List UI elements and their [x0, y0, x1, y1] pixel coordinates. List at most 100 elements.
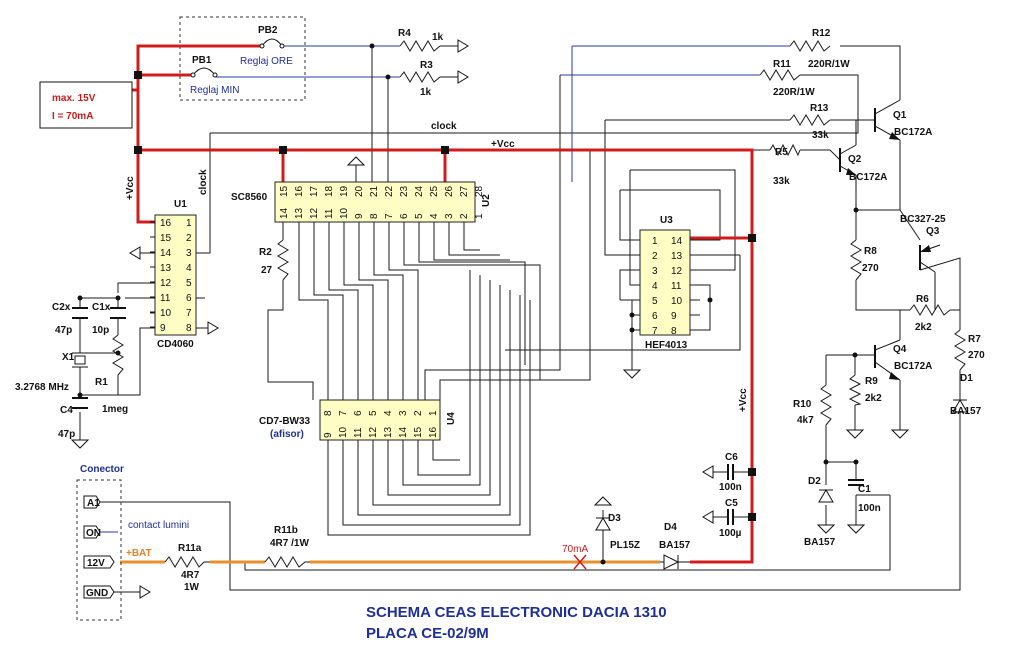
- q1-value: BC172A: [894, 127, 932, 138]
- r1-label: R1: [95, 377, 108, 388]
- u2-pin: 16: [294, 185, 305, 197]
- u4-pin: 8: [323, 410, 334, 416]
- schematic-title-line2: PLACA CE-02/9M: [366, 625, 489, 642]
- connector-pin-gnd: GND: [86, 588, 108, 599]
- resistors: [112, 40, 966, 568]
- r2-symbol: [277, 239, 289, 281]
- u2-pin: 21: [369, 185, 380, 197]
- u2-pin: 24: [414, 185, 425, 197]
- q3-value: BC327-25: [900, 214, 946, 225]
- u2-pin: 9: [354, 213, 365, 219]
- r12-value: 220R/1W: [808, 59, 850, 70]
- u2-pin: 4: [429, 213, 440, 219]
- c6-value: 100n: [719, 482, 742, 493]
- d1-symbol: [952, 399, 968, 413]
- u2-pin: 8: [369, 213, 380, 219]
- u2-pin: 17: [309, 185, 320, 197]
- r9-label: R9: [865, 376, 878, 387]
- u1-pin: 13: [160, 263, 172, 274]
- u1-pin: 11: [160, 293, 171, 304]
- u2-pin: 3: [444, 213, 455, 219]
- r5-label: R5: [775, 147, 788, 158]
- pushbuttons: [190, 38, 285, 78]
- r12-label: R12: [812, 28, 831, 39]
- q4-label: Q4: [893, 344, 907, 355]
- u3-pin: 9: [671, 311, 677, 322]
- u4-sub: (afisor): [270, 429, 304, 440]
- q2-symbol: [839, 120, 857, 190]
- connector-pin-12v: 12V: [87, 558, 105, 569]
- r2-value: 27: [261, 265, 273, 276]
- u4-ref: U4: [446, 412, 457, 425]
- d3-symbol: [595, 517, 611, 531]
- u1-pin: 3: [186, 248, 192, 259]
- d4-label: D4: [664, 522, 677, 533]
- u2-pin: 12: [309, 207, 320, 219]
- c2x-label: C2x: [52, 302, 71, 313]
- schematic-title-line1: SCHEMA CEAS ELECTRONIC DACIA 1310: [366, 604, 667, 621]
- connector-pin-on: ON: [86, 528, 101, 539]
- r8-value: 270: [862, 263, 879, 274]
- u2-pin: 10: [339, 207, 350, 219]
- r13-value: 33k: [812, 130, 829, 141]
- q2-value: BC172A: [849, 172, 887, 183]
- clock-left-label: clock: [198, 169, 209, 195]
- r11b-label: R11b: [274, 525, 298, 536]
- chip-u1: [154, 214, 197, 336]
- d2-symbol: [818, 489, 834, 503]
- u1-pin: 4: [186, 263, 192, 274]
- u2-pin: 14: [279, 207, 290, 219]
- r13-label: R13: [810, 103, 829, 114]
- r1-symbol: [112, 334, 124, 395]
- max-current-label: I = 70mA: [52, 111, 93, 122]
- u4-pin: 16: [428, 426, 439, 438]
- r11a-label: R11a: [178, 543, 202, 554]
- r4-label: R4: [398, 28, 411, 39]
- u1-pin: 12: [160, 278, 172, 289]
- max-rating-box: [39, 81, 133, 129]
- vcc-right-label: +Vcc: [738, 388, 749, 412]
- u1-pin: 6: [186, 293, 192, 304]
- u1-pin: 1: [186, 218, 192, 229]
- u2-pin: 5: [414, 213, 425, 219]
- signal-wiring: [70, 16, 961, 599]
- u3-pin: 11: [671, 281, 682, 292]
- d2-label: D2: [808, 476, 821, 487]
- u3-pin: 3: [652, 266, 658, 277]
- r11-label: R11: [773, 59, 791, 70]
- r3-symbol: [399, 71, 441, 83]
- q4-value: BC172A: [894, 361, 932, 372]
- r12-symbol: [789, 40, 831, 52]
- pb1-label: PB1: [192, 55, 212, 66]
- u2-pin: 26: [444, 185, 455, 197]
- d4-value: BA157: [659, 540, 691, 551]
- r11-value: 220R/1W: [773, 87, 815, 98]
- r4-symbol: [399, 40, 441, 52]
- q1-label: Q1: [893, 110, 907, 121]
- u1-pin: 14: [160, 248, 172, 259]
- vcc-left-label: +Vcc: [125, 176, 136, 200]
- r11-symbol: [759, 69, 801, 81]
- r11a-symbol: [164, 556, 210, 568]
- u2-pin: 18: [324, 185, 335, 197]
- r7-value: 270: [968, 350, 985, 361]
- u1-pin: 5: [186, 278, 192, 289]
- u2-pin: 6: [399, 213, 410, 219]
- r6-symbol: [909, 304, 951, 316]
- d1-value: BA157: [950, 406, 982, 417]
- u3-pin: 5: [652, 296, 658, 307]
- pb2-label: PB2: [258, 25, 278, 36]
- c1x-label: C1x: [92, 302, 111, 313]
- u2-pin: 2: [459, 213, 470, 219]
- u3-pin: 13: [671, 251, 683, 262]
- r11b-value: 4R7 /1W: [270, 538, 309, 549]
- u3-pin: 10: [671, 296, 683, 307]
- r2-label: R2: [259, 247, 272, 258]
- c1-value: 100n: [858, 503, 881, 514]
- u1-pin: 2: [186, 233, 192, 244]
- contact-lumini-label: contact lumini: [128, 520, 189, 531]
- u1-pin: 16: [160, 218, 172, 229]
- r9-value: 2k2: [865, 393, 882, 404]
- u3-pin: 7: [652, 326, 658, 337]
- u2-pin: 20: [354, 185, 365, 197]
